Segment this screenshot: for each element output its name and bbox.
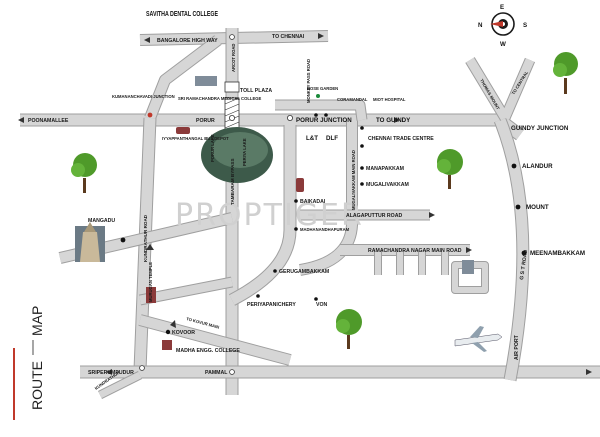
label-mugalivakkam: MUGALIVAKKAM [366,182,409,188]
compass-east: E [500,4,504,11]
compass-west: W [500,41,506,48]
label-iyyappanthangal: IYYAPPANTHANGAL BUS DEPOT [162,136,229,141]
label-sri-ramachandra: SRI RAMACHANDRA MEDICAL COLLEGE [178,96,261,101]
tree-icon [71,153,97,193]
label-mount: MOUNT [526,204,549,211]
label-poonamallee: POONAMALLEE [28,118,69,124]
label-muruga-temple: MURUGAN TEMPLE [148,262,153,302]
toll-plaza-marker [224,81,240,131]
label-bangalore-highway: BANGALORE HIGH WAY [157,38,218,44]
label-gst-to-airport: MONKEY PASS ROAD [306,59,311,103]
label-to-chennai: TO CHENNAI [272,34,305,40]
label-airport: AIR PORT [514,334,520,360]
label-baikadai: BAIKADAI [300,199,326,205]
airplane-icon [454,326,503,352]
label-coramandal: CORAMANDAL [337,97,368,102]
title-map: MAP [29,306,45,336]
porur-lake [201,127,273,183]
label-mugalivakkam-main-road: MUGALIVAKKAM MAIN ROAD [351,150,356,210]
label-periya-lake: PERIYA LAKE [242,138,247,166]
label-tambaram-bypass: TAMBARAM BYPASS [230,158,235,205]
label-alandur: ALANDUR [522,163,553,170]
compass-south: S [523,22,527,29]
label-savitha-line1: SAVITHA DENTAL COLLEGE [146,11,218,18]
label-meenambakkam: MEENAMBAKKAM [530,250,585,257]
label-miot: MIOT HOSPITAL [373,97,406,102]
label-porur-junction: PORUR JUNCTION [296,117,352,124]
label-ramachandra-nagar: RAMACHANDRA NAGAR MAIN ROAD [368,248,462,254]
label-bose-garden: BOSE GARDEN [307,86,338,91]
label-guindy-junction: GUINDY JUNCTION [511,125,569,132]
label-kumananchavadi: KUMANANCHAVADI JUNCTION [112,94,175,99]
label-alagapuri-road: ALAGAPUTTUR ROAD [346,213,402,219]
label-pammal: PAMMAL [205,370,228,376]
label-gst-road: G S T ROAD [519,249,529,280]
tree-icon [437,149,463,189]
label-sriperumpudur: SRIPERUMPUDUR [88,370,134,376]
label-madha-engg: MADHA ENGG. COLLEGE [176,348,240,354]
label-toll-plaza: TOLL PLAZA [240,88,272,94]
label-madhanandhapuram: MADHANANDHAPURAM [300,227,350,232]
label-dlf: DLF [326,135,338,142]
label-lt: L&T [306,135,318,142]
title-route: ROUTE [29,361,45,410]
label-gerugambakkam: GERUGAMBAKKAM [279,269,329,275]
compass-icon: N S E W [478,4,527,48]
label-arcot-road: ARCOT ROAD [231,44,236,72]
label-chennai-trade-centre: CHENNAI TRADE CENTRE [368,136,434,142]
label-porur-lake: PORUR LAKE [210,134,215,162]
label-to-guindy: TO GUINDY [376,117,411,124]
label-periyapanichery: PERIYAPANICHERY [247,302,296,308]
compass-north: N [478,22,483,29]
label-mangadu: MANGADU [88,218,115,224]
temple-icon [75,222,105,262]
building-icon [146,76,474,350]
bus-icon [176,127,304,192]
label-kovoor: KOVOOR [172,330,195,336]
tree-icon [336,309,362,349]
arrow-icon [18,33,592,375]
location-markers [120,34,527,375]
label-kundrathur-road: KUNDRATHUR ROAD [143,214,148,262]
tree-icon [553,52,578,94]
watermark: PROPTIGER [175,198,364,233]
route-map-title: ROUTE MAP [13,306,45,420]
label-porur: PORUR [196,118,215,124]
label-manapakkam: MANAPAKKAM [366,166,404,172]
label-von: VON [316,302,327,308]
